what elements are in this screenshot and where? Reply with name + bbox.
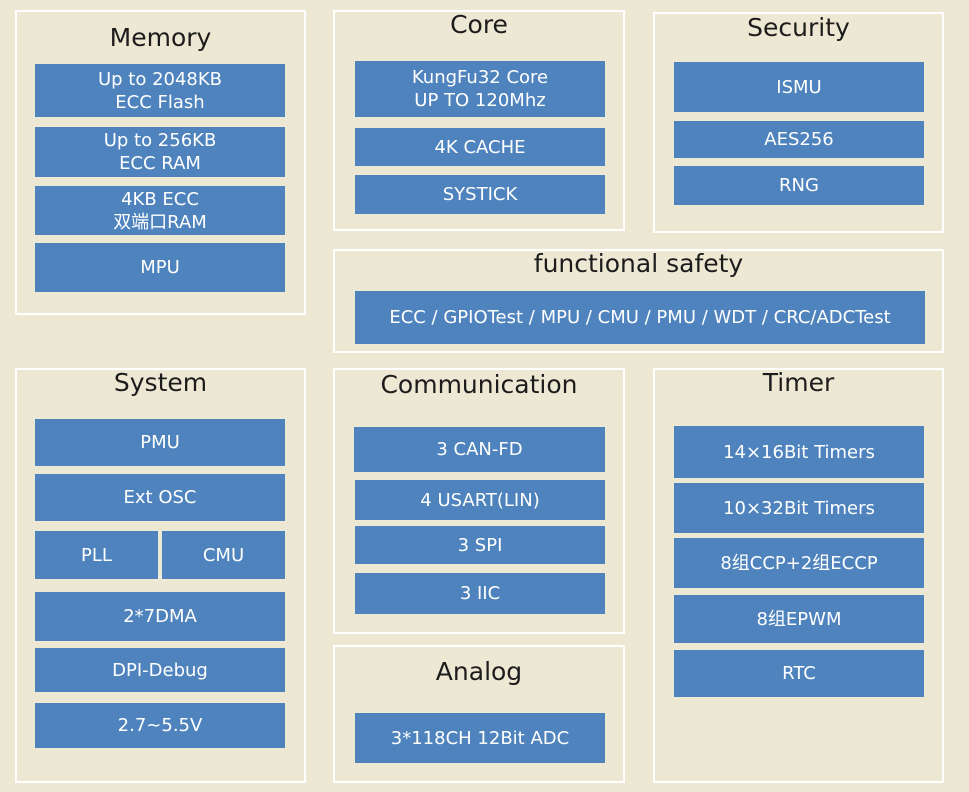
communication-panel: Communication 3 CAN-FD 4 USART(LIN) 3 SP… — [333, 368, 625, 634]
functional-safety-title: functional safety — [533, 249, 744, 278]
timer-ccp-block: 8组CCP+2组ECCP — [674, 538, 924, 588]
analog-adc-block: 3*118CH 12Bit ADC — [355, 713, 605, 763]
system-panel: System PMU Ext OSC PLL CMU 2*7DMA DPI-De… — [15, 368, 306, 783]
communication-title: Communication — [380, 370, 578, 399]
memory-title: Memory — [109, 23, 212, 52]
memory-panel: Memory Up to 2048KB ECC Flash Up to 256K… — [15, 10, 306, 315]
system-ext-osc-block: Ext OSC — [35, 474, 285, 521]
system-debug-block: DPI-Debug — [35, 648, 285, 692]
system-voltage-block: 2.7~5.5V — [35, 703, 285, 748]
memory-mpu-block: MPU — [35, 243, 285, 292]
security-title: Security — [747, 13, 850, 42]
timer-32bit-block: 10×32Bit Timers — [674, 483, 924, 533]
security-panel: Security ISMU AES256 RNG — [653, 12, 944, 233]
security-rng-block: RNG — [674, 166, 924, 205]
security-aes256-block: AES256 — [674, 121, 924, 158]
memory-dualport-ram-block: 4KB ECC 双端口RAM — [35, 186, 285, 235]
analog-panel: Analog 3*118CH 12Bit ADC — [333, 645, 625, 783]
memory-ram-block: Up to 256KB ECC RAM — [35, 127, 285, 177]
communication-spi-block: 3 SPI — [355, 526, 605, 564]
communication-usart-block: 4 USART(LIN) — [355, 480, 605, 520]
system-cmu-block: CMU — [162, 531, 285, 579]
communication-canfd-block: 3 CAN-FD — [354, 427, 605, 472]
timer-title: Timer — [762, 368, 835, 397]
functional-safety-panel: functional safety ECC / GPIOTest / MPU /… — [333, 249, 944, 353]
system-pll-block: PLL — [35, 531, 158, 579]
memory-flash-block: Up to 2048KB ECC Flash — [35, 64, 285, 117]
functional-safety-list-block: ECC / GPIOTest / MPU / CMU / PMU / WDT /… — [355, 291, 925, 344]
core-panel: Core KungFu32 Core UP TO 120Mhz 4K CACHE… — [333, 10, 625, 231]
core-systick-block: SYSTICK — [355, 175, 605, 214]
communication-iic-block: 3 IIC — [355, 573, 605, 614]
core-title: Core — [450, 10, 508, 39]
timer-panel: Timer 14×16Bit Timers 10×32Bit Timers 8组… — [653, 368, 944, 783]
system-dma-block: 2*7DMA — [35, 592, 285, 641]
analog-title: Analog — [435, 657, 523, 686]
system-title: System — [113, 368, 208, 397]
system-pmu-block: PMU — [35, 419, 285, 466]
core-cache-block: 4K CACHE — [355, 128, 605, 166]
security-ismu-block: ISMU — [674, 62, 924, 112]
timer-epwm-block: 8组EPWM — [674, 595, 924, 643]
core-cpu-block: KungFu32 Core UP TO 120Mhz — [355, 61, 605, 117]
timer-rtc-block: RTC — [674, 650, 924, 697]
timer-16bit-block: 14×16Bit Timers — [674, 426, 924, 478]
